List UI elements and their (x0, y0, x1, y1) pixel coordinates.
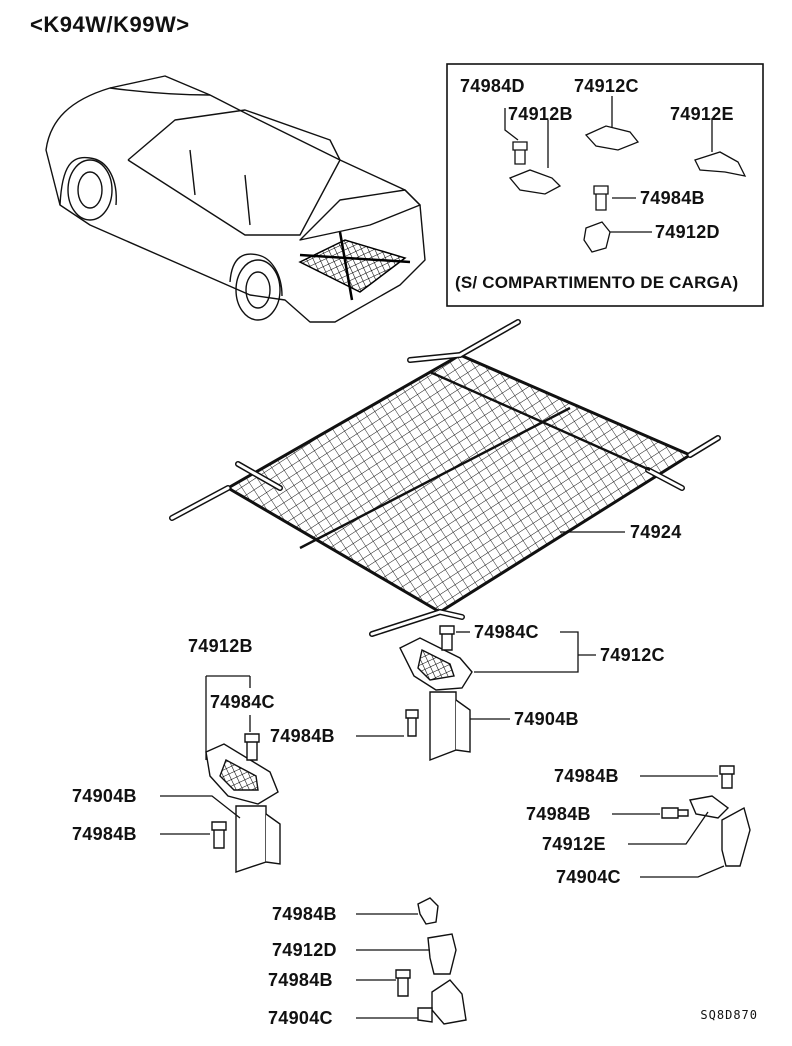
label-74984B-bottom: 74984B (272, 904, 337, 924)
center-parts (399, 625, 473, 762)
vehicle-illustration (45, 75, 426, 323)
label-74912B: 74912B (508, 104, 573, 124)
label-74984B-right-lower: 74984B (526, 804, 591, 824)
vehicle-net (298, 231, 411, 301)
inset-box (446, 63, 764, 307)
label-74984D: 74984D (460, 76, 525, 96)
bottom-parts (395, 897, 467, 1025)
label-74924: 74924 (630, 522, 682, 542)
label-74984B-left-lower: 74984B (72, 824, 137, 844)
label-74984B-left: 74984B (270, 726, 335, 746)
label-74904B-left: 74904B (72, 786, 137, 806)
left-leaders (160, 675, 251, 835)
left-parts (205, 733, 281, 873)
model-header: <K94W/K99W> (30, 12, 190, 37)
label-74912D-bottom: 74912D (272, 940, 337, 960)
inset-caption: (S/ COMPARTIMENTO DE CARGA) (455, 273, 739, 292)
drawing-code: SQ8D870 (700, 1008, 758, 1022)
center-leaders (356, 631, 596, 737)
label-74984B-right: 74984B (554, 766, 619, 786)
label-74904C-right: 74904C (556, 867, 621, 887)
label-74904C-bottom: 74904C (268, 1008, 333, 1028)
label-74912E: 74912E (670, 104, 734, 124)
label-74912C: 74912C (574, 76, 639, 96)
label-74984C-center: 74984C (474, 622, 539, 642)
label-74912E-right: 74912E (542, 834, 606, 854)
right-parts (661, 765, 751, 867)
inset-parts (504, 96, 747, 253)
label-74984B-bottom-lower: 74984B (268, 970, 333, 990)
label-74984C-left: 74984C (210, 692, 275, 712)
label-74904B-center: 74904B (514, 709, 579, 729)
bottom-leaders (356, 913, 430, 1019)
label-74912B-left: 74912B (188, 636, 253, 656)
label-74984B: 74984B (640, 188, 705, 208)
label-74912D: 74912D (655, 222, 720, 242)
right-leaders (612, 775, 725, 878)
cargo-net (169, 319, 721, 637)
label-74912C-center: 74912C (600, 645, 665, 665)
